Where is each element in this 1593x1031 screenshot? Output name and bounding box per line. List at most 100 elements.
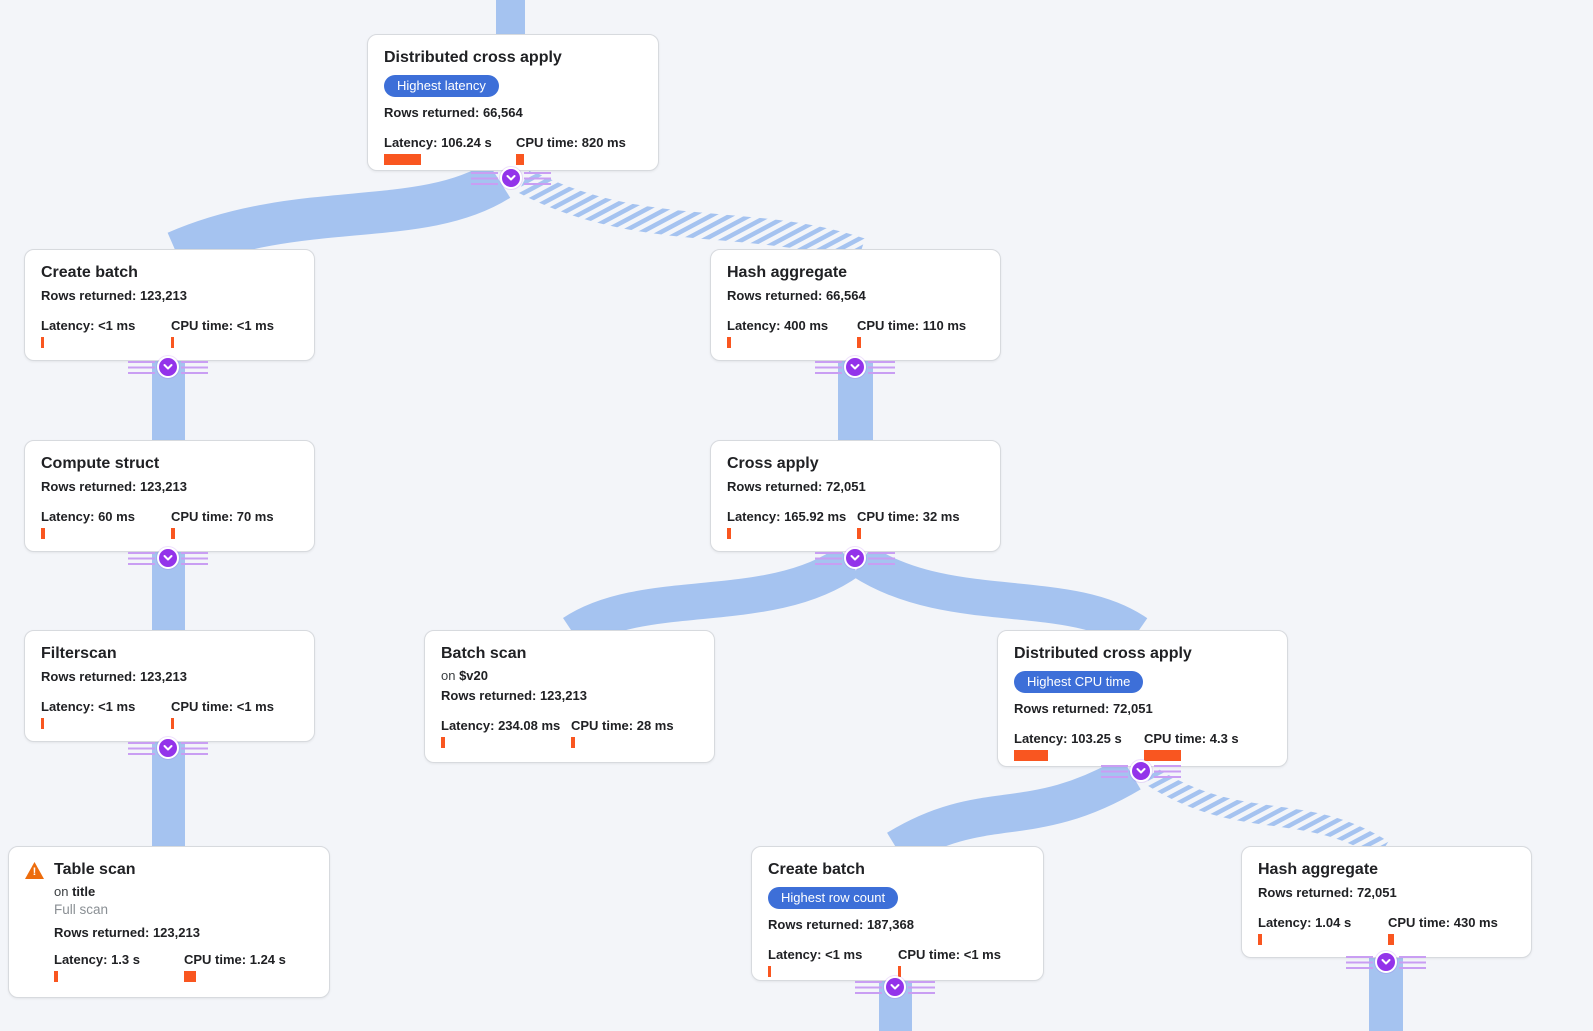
collapse-node-button[interactable] — [157, 737, 179, 759]
connector-stripes — [815, 551, 842, 565]
collapse-node-button[interactable] — [500, 167, 522, 189]
cpu-time-bar — [1388, 934, 1394, 945]
node-title: Distributed cross apply — [1014, 645, 1192, 662]
collapse-node-button[interactable] — [1375, 951, 1397, 973]
rows-returned: Rows returned: 123,213 — [41, 479, 187, 494]
rows-returned: Rows returned: 187,368 — [768, 917, 914, 932]
node-title: Cross apply — [727, 455, 819, 472]
latency-label: Latency: 60 ms — [41, 509, 135, 524]
latency-label: Latency: 103.25 s — [1014, 731, 1122, 746]
rows-returned: Rows returned: 123,213 — [41, 288, 187, 303]
cpu-time-bar — [571, 737, 575, 748]
edge-cross-apply-to-distributed-cross-apply — [852, 545, 1148, 649]
node-target: on $v20 — [441, 668, 488, 683]
latency-label: Latency: 400 ms — [727, 318, 829, 333]
cpu-time-label: CPU time: 820 ms — [516, 135, 626, 150]
cpu-time-label: CPU time: 70 ms — [171, 509, 274, 524]
latency-label: Latency: 234.08 ms — [441, 718, 561, 733]
chevron-down-icon — [850, 555, 860, 561]
connector-hash-aggregate — [815, 356, 895, 378]
plan-node-create-batch-2[interactable]: Create batch Highest row count Rows retu… — [751, 846, 1044, 981]
connector-root — [471, 167, 551, 189]
edge-root-to-hash-aggregate — [517, 169, 866, 264]
rows-returned: Rows returned: 72,051 — [1014, 701, 1153, 716]
collapse-node-button[interactable] — [1130, 760, 1152, 782]
rows-returned: Rows returned: 72,051 — [1258, 885, 1397, 900]
cpu-time-bar — [171, 528, 175, 539]
chevron-down-icon — [890, 984, 900, 990]
latency-bar — [54, 971, 58, 982]
cpu-time-bar — [171, 718, 174, 729]
latency-bar — [727, 528, 731, 539]
highest-row-count-badge: Highest row count — [768, 887, 899, 909]
plan-node-filterscan[interactable]: Filterscan Rows returned: 123,213 Latenc… — [24, 630, 315, 742]
rows-returned: Rows returned: 123,213 — [54, 925, 200, 940]
scan-type-note: Full scan — [54, 902, 109, 917]
node-target: on title — [54, 884, 96, 899]
connector-cross-apply — [815, 547, 895, 569]
node-title: Hash aggregate — [727, 264, 848, 281]
rows-returned: Rows returned: 72,051 — [727, 479, 866, 494]
highest-cpu-time-badge: Highest CPU time — [1014, 671, 1144, 693]
connector-stripes — [128, 551, 155, 565]
connector-stripes — [1101, 764, 1128, 778]
chevron-down-icon — [163, 364, 173, 370]
connector-hash-aggregate-2 — [1346, 951, 1426, 973]
chevron-down-icon — [850, 364, 860, 370]
plan-node-table-scan[interactable]: Table scan on title Full scan Rows retur… — [8, 846, 330, 998]
cpu-time-label: CPU time: 430 ms — [1388, 915, 1498, 930]
plan-node-distributed-cross-apply[interactable]: Distributed cross apply Highest latency … — [367, 34, 659, 171]
connector-stripes — [524, 171, 551, 185]
cpu-time-bar — [516, 154, 524, 165]
collapse-node-button[interactable] — [884, 976, 906, 998]
connector-stripes — [815, 360, 842, 374]
node-title: Table scan — [54, 861, 136, 878]
collapse-node-button[interactable] — [157, 547, 179, 569]
latency-label: Latency: <1 ms — [41, 318, 136, 333]
plan-node-batch-scan[interactable]: Batch scan on $v20 Rows returned: 123,21… — [424, 630, 715, 763]
chevron-down-icon — [506, 175, 516, 181]
plan-node-compute-struct[interactable]: Compute struct Rows returned: 123,213 La… — [24, 440, 315, 552]
node-title: Create batch — [768, 861, 865, 878]
plan-node-cross-apply[interactable]: Cross apply Rows returned: 72,051 Latenc… — [710, 440, 1001, 552]
connector-stripes — [128, 741, 155, 755]
collapse-node-button[interactable] — [844, 547, 866, 569]
plan-node-hash-aggregate[interactable]: Hash aggregate Rows returned: 66,564 Lat… — [710, 249, 1001, 361]
cpu-time-bar — [171, 337, 174, 348]
latency-bar — [41, 528, 45, 539]
cpu-time-label: CPU time: <1 ms — [171, 699, 274, 714]
node-title: Create batch — [41, 264, 138, 281]
chevron-down-icon — [163, 555, 173, 561]
rows-returned: Rows returned: 66,564 — [727, 288, 866, 303]
cpu-time-label: CPU time: <1 ms — [171, 318, 274, 333]
connector-stripes — [868, 360, 895, 374]
latency-label: Latency: <1 ms — [768, 947, 863, 962]
edge-root-to-create-batch — [167, 161, 511, 272]
cpu-time-label: CPU time: 28 ms — [571, 718, 674, 733]
connector-filterscan — [128, 737, 208, 759]
collapse-node-button[interactable] — [844, 356, 866, 378]
edge-cross-apply-to-batch-scan — [563, 546, 860, 649]
edge-into-root — [496, 0, 525, 36]
connector-stripes — [1346, 955, 1373, 969]
cpu-time-bar — [898, 966, 901, 977]
connector-stripes — [128, 360, 155, 374]
plan-node-hash-aggregate-2[interactable]: Hash aggregate Rows returned: 72,051 Lat… — [1241, 846, 1532, 958]
node-title: Compute struct — [41, 455, 160, 472]
warning-icon — [25, 862, 44, 879]
node-title: Hash aggregate — [1258, 861, 1379, 878]
latency-bar — [441, 737, 445, 748]
plan-node-distributed-cross-apply-2[interactable]: Distributed cross apply Highest CPU time… — [997, 630, 1288, 767]
cpu-time-label: CPU time: 4.3 s — [1144, 731, 1239, 746]
connector-stripes — [181, 360, 208, 374]
chevron-down-icon — [1136, 768, 1146, 774]
connector-stripes — [181, 551, 208, 565]
collapse-node-button[interactable] — [157, 356, 179, 378]
cpu-time-label: CPU time: 1.24 s — [184, 952, 286, 967]
latency-bar — [768, 966, 771, 977]
latency-label: Latency: 106.24 s — [384, 135, 492, 150]
cpu-time-label: CPU time: 110 ms — [857, 318, 967, 333]
plan-node-create-batch[interactable]: Create batch Rows returned: 123,213 Late… — [24, 249, 315, 361]
